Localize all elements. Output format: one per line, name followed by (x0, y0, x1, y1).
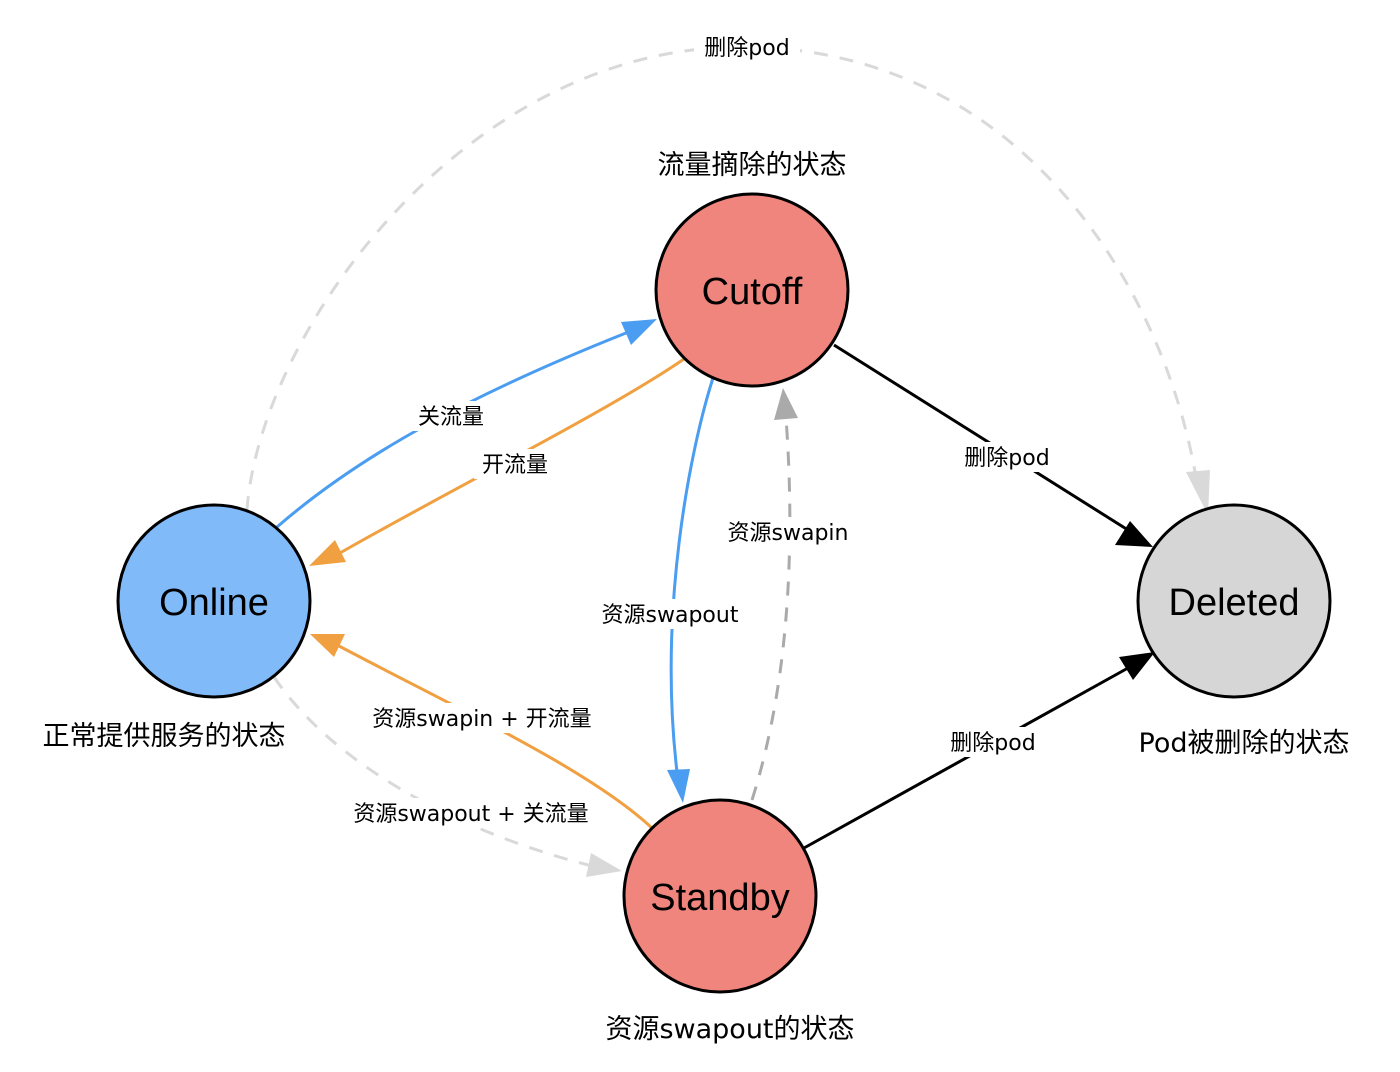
edge-online-to-cutoff-arrowhead (621, 319, 657, 345)
edge-standby-to-cutoff-label: 资源swapin (728, 521, 849, 546)
edge-standby-to-online-label: 资源swapin + 开流量 (372, 707, 591, 732)
edge-standby-to-online-line (338, 644, 654, 830)
edge-standby-to-online: 资源swapin + 开流量 (310, 634, 654, 830)
caption-deleted: Pod被删除的状态 (1139, 728, 1350, 759)
edge-cutoff-to-online-arrowhead (309, 540, 346, 566)
edge-online-to-cutoff: 关流量 (276, 319, 657, 529)
edge-standby-to-cutoff-arrowhead (774, 388, 798, 420)
node-standby-label: Standby (650, 877, 789, 919)
node-cutoff-circle (654, 192, 850, 388)
caption-standby: 资源swapout的状态 (605, 1014, 854, 1045)
node-standby-circle (622, 798, 818, 994)
edge-standby-to-deleted-arrowhead (1119, 652, 1155, 680)
node-cutoff-label: Cutoff (702, 271, 803, 313)
edge-online-to-deleted-label: 删除pod (704, 36, 789, 61)
node-deleted-label: Deleted (1169, 582, 1300, 624)
edge-cutoff-to-deleted: 删除pod (833, 343, 1153, 547)
edge-online-to-deleted: 删除pod (245, 34, 1210, 515)
edge-online-to-cutoff-label: 关流量 (418, 405, 484, 430)
edge-standby-to-online-arrowhead (310, 634, 345, 657)
node-standby: Standby (622, 798, 818, 994)
node-deleted-circle (1136, 503, 1332, 699)
edge-online-to-standby-line (272, 676, 593, 868)
edge-standby-to-deleted-line (803, 666, 1129, 850)
caption-online: 正常提供服务的状态 (43, 721, 286, 752)
edge-cutoff-to-standby-line (669, 377, 715, 773)
edge-online-to-standby: 资源swapout + 关流量 (272, 676, 622, 877)
edge-standby-to-deleted-label: 删除pod (950, 731, 1035, 756)
edge-online-to-deleted-line (245, 45, 1200, 511)
caption-cutoff: 流量摘除的状态 (658, 150, 847, 181)
node-online-circle (116, 503, 312, 699)
node-deleted: Deleted (1136, 503, 1332, 699)
edge-cutoff-to-deleted-arrowhead (1115, 521, 1153, 547)
edge-cutoff-to-standby-arrowhead (667, 769, 690, 803)
edge-cutoff-to-online-label: 开流量 (482, 453, 548, 478)
edge-standby-to-cutoff: 资源swapin (720, 388, 856, 801)
edge-online-to-standby-arrowhead (586, 853, 622, 877)
edge-cutoff-to-deleted-line (833, 343, 1129, 532)
edge-cutoff-to-deleted-label: 删除pod (964, 446, 1049, 471)
edge-cutoff-to-online: 开流量 (309, 357, 685, 566)
node-cutoff: Cutoff (654, 192, 850, 388)
edge-cutoff-to-standby-label: 资源swapout (602, 603, 739, 628)
node-online: Online (116, 503, 312, 699)
edge-standby-to-cutoff-line (750, 417, 792, 801)
edge-online-to-standby-label: 资源swapout + 关流量 (353, 802, 588, 827)
edge-cutoff-to-standby: 资源swapout (594, 377, 746, 803)
edge-online-to-deleted-arrowhead (1186, 470, 1210, 515)
node-online-label: Online (159, 582, 269, 624)
edge-standby-to-deleted: 删除pod (803, 652, 1155, 850)
